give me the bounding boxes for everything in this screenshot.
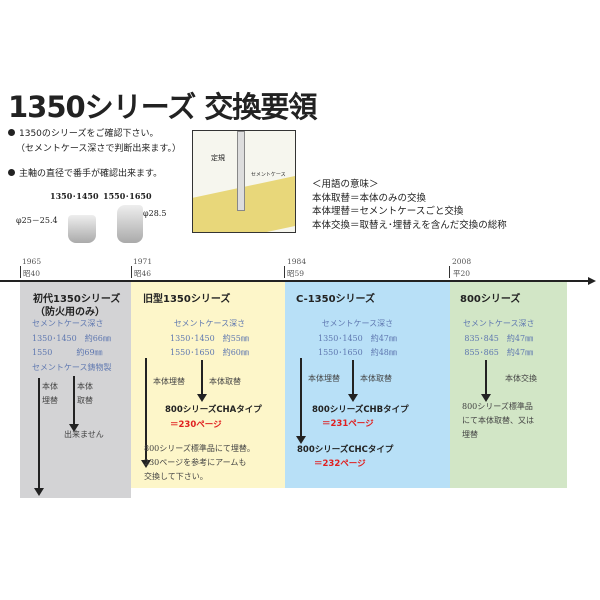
column-subtitle: （防火用のみ） [35,307,105,318]
timeline-era: 昭59 [287,269,305,278]
definition-item: 本体取替＝本体のみの交換 [312,192,427,204]
arrow-down-icon [481,360,491,402]
arrow-down-icon [141,358,151,468]
arrow-down-icon [197,360,207,402]
column-800 [450,282,567,488]
label-swap: 本体取替 [77,382,93,405]
column-title: 旧型1350シリーズ [143,294,231,305]
note: 800シリーズ標準品にて本体取替、又は埋替 [462,402,534,439]
arrow-down-icon [296,358,306,444]
timeline-year: 2008 [452,257,472,266]
depth-info: セメントケース深さ 1350･1450 約66㎜ 1550 約69㎜ セメントケ… [32,317,111,375]
note: 800シリーズ標準品にて埋替。230ページを参考にアームも交換して下さい。 [144,444,255,481]
column-c1350 [285,282,450,488]
arrow-down-icon [34,378,44,496]
label-swap: 本体取替 [209,377,241,386]
label-exchange: 本体交換 [505,374,537,383]
depth-label: セメントケース深さ [32,319,104,328]
page-reference[interactable]: ＝231ページ [322,419,374,429]
column-title: C-1350シリーズ [296,294,376,305]
definitions: ＜用語の意味＞ 本体取替＝本体のみの交換 本体埋替＝セメントケースごと交換 本体… [312,178,507,232]
spindle-label-1: 1350･1450 [50,191,99,201]
bullet-2: 主軸の直径で番手が確認出来ます。 [8,167,162,182]
arrow-down-icon [348,360,358,402]
page-reference[interactable]: ＝232ページ [314,459,366,469]
arrow-down-icon [69,376,79,432]
timeline-tick [284,266,285,278]
spindle-image-1 [68,215,96,243]
timeline-year: 1984 [287,257,307,266]
cement-case-photo: 定規 セメントケース [192,130,296,233]
timeline-tick [20,266,21,278]
type-name: 800シリーズCHBタイプ [312,405,409,415]
page-reference[interactable]: ＝230ページ [170,420,222,430]
spindle-diameter-2: φ28.5 [143,209,167,218]
bullet-1: 1350のシリーズをご確認下さい。 [8,127,158,142]
label-replace: 本体埋替 [42,382,58,405]
spindle-image-2 [117,205,143,243]
type-name: 800シリーズCHCタイプ [297,445,394,455]
timeline-year: 1965 [22,257,42,266]
timeline-axis [0,280,590,282]
timeline-tick [131,266,132,278]
column-title: 800シリーズ [460,294,521,305]
result-text: 出来ません [64,430,104,439]
depth-note: セメントケース鋳物製 [32,362,112,372]
label-replace: 本体埋替 [308,374,340,383]
depth-row: 1350･1450 約66㎜ [32,333,111,343]
bullet-text: 主軸の直径で番手が確認出来ます。 [19,169,163,179]
definition-item: 本体埋替＝セメントケースごと交換 [312,206,464,217]
timeline-tick [449,266,450,278]
case-label: セメントケース [251,172,286,178]
timeline-year: 1971 [133,257,153,266]
label-swap: 本体取替 [360,374,392,383]
definitions-heading: ＜用語の意味＞ [312,179,379,190]
timeline-era: 昭46 [134,269,152,278]
bullet-icon [8,169,15,176]
timeline-era: 平20 [453,269,471,278]
definition-item: 本体交換＝取替え･埋替えを含んだ交換の総称 [312,219,507,231]
page-title: 1350シリーズ 交換要領 [8,90,317,124]
bullet-1-sub: （セメントケース深さで判断出来ます。） [16,144,181,154]
column-old-1350 [131,282,285,488]
timeline-era: 昭40 [23,269,41,278]
column-title: 初代1350シリーズ [33,294,121,305]
timeline-arrow-icon [588,277,596,285]
depth-row: 1550 約69㎜ [32,348,103,357]
ruler-label: 定規 [211,154,225,162]
spindle-label-2: 1550･1650 [103,191,152,201]
bullet-icon [8,129,15,136]
bullet-text: 1350のシリーズをご確認下さい。 [19,129,159,139]
label-replace: 本体埋替 [153,377,185,386]
type-name: 800シリーズCHAタイプ [165,405,262,415]
spindle-diameter-1: φ25－25.4 [16,216,58,225]
